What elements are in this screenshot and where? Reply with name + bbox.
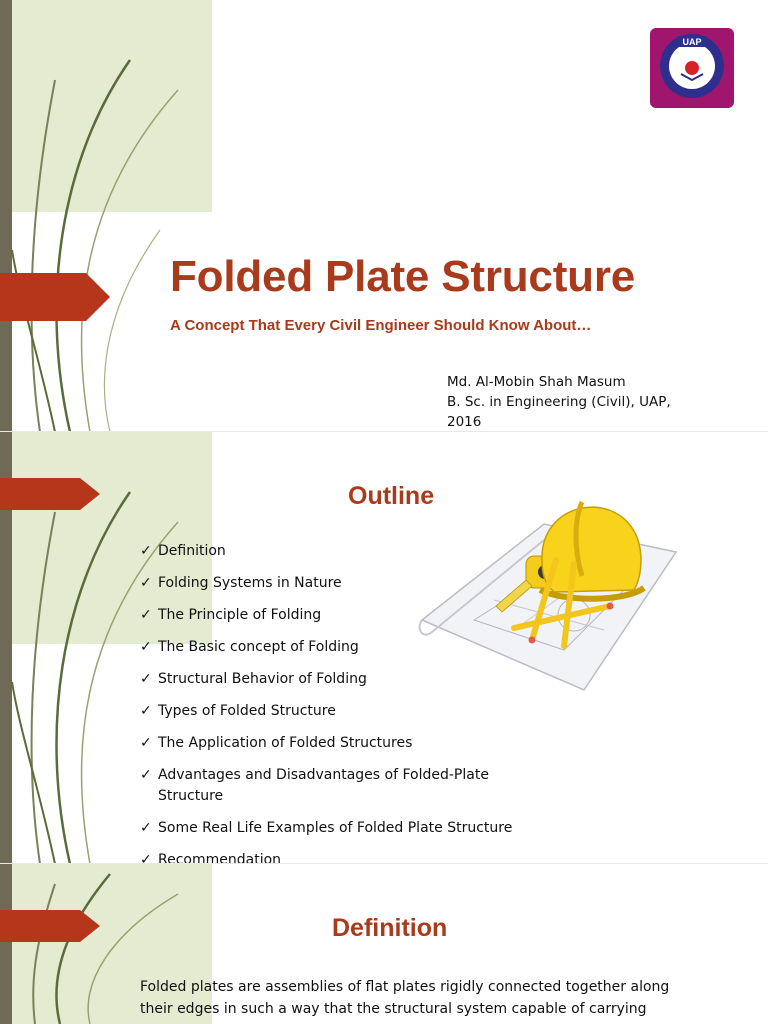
author-name: Md. Al-Mobin Shah Masum xyxy=(447,374,626,390)
list-item: ✓Recommendation xyxy=(140,850,512,864)
check-icon: ✓ xyxy=(140,607,152,623)
author-degree: B. Sc. in Engineering (Civil), UAP, xyxy=(447,394,671,410)
slide-outline: Outline ✓Definition ✓Folding Systems in … xyxy=(0,432,768,864)
check-icon: ✓ xyxy=(140,639,152,655)
list-item: ✓The Application of Folded Structures xyxy=(140,733,512,754)
leaf-decoration xyxy=(0,432,212,864)
author-info: Md. Al-Mobin Shah Masum B. Sc. in Engine… xyxy=(447,372,671,432)
list-item: ✓Folding Systems in Nature xyxy=(140,573,512,594)
list-item-continued: Structure xyxy=(158,788,224,804)
list-item: ✓The Principle of Folding xyxy=(140,605,512,626)
slide-title: UAP Folded Plate Structure A Concept Tha… xyxy=(0,0,768,432)
list-item: ✓The Basic concept of Folding xyxy=(140,637,512,658)
list-item: ✓Structural Behavior of Folding xyxy=(140,669,512,690)
slide-divider xyxy=(0,863,768,864)
hard-hat-blueprint-icon xyxy=(418,500,678,691)
check-icon: ✓ xyxy=(140,671,152,687)
definition-text: Folded plates are assemblies of flat pla… xyxy=(140,979,670,1017)
list-item: ✓Some Real Life Examples of Folded Plate… xyxy=(140,818,512,839)
leaf-decoration xyxy=(0,864,212,1024)
definition-heading: Definition xyxy=(332,914,448,942)
check-icon: ✓ xyxy=(140,735,152,751)
list-item: ✓Definition xyxy=(140,541,512,562)
outline-heading: Outline xyxy=(348,482,435,510)
check-icon: ✓ xyxy=(140,703,152,719)
slide-arrow-tab xyxy=(0,478,100,510)
university-crest-icon: UAP xyxy=(650,28,734,108)
check-icon: ✓ xyxy=(140,852,152,864)
svg-text:UAP: UAP xyxy=(682,37,701,47)
check-icon: ✓ xyxy=(140,820,152,836)
check-icon: ✓ xyxy=(140,543,152,559)
slide-definition: Definition Folded plates are assemblies … xyxy=(0,864,768,1024)
list-item: ✓Types of Folded Structure xyxy=(140,701,512,722)
check-icon: ✓ xyxy=(140,767,152,783)
slide-arrow-tab xyxy=(0,273,110,321)
outline-list: ✓Definition ✓Folding Systems in Nature ✓… xyxy=(140,541,512,864)
list-item: ✓Advantages and Disadvantages of Folded-… xyxy=(140,765,512,786)
author-year: 2016 xyxy=(447,414,482,430)
check-icon: ✓ xyxy=(140,575,152,591)
slide-arrow-tab xyxy=(0,910,100,942)
slide-divider xyxy=(0,431,768,432)
presentation-subtitle: A Concept That Every Civil Engineer Shou… xyxy=(170,317,592,334)
leaf-decoration xyxy=(0,0,212,432)
presentation-title: Folded Plate Structure xyxy=(170,252,636,301)
